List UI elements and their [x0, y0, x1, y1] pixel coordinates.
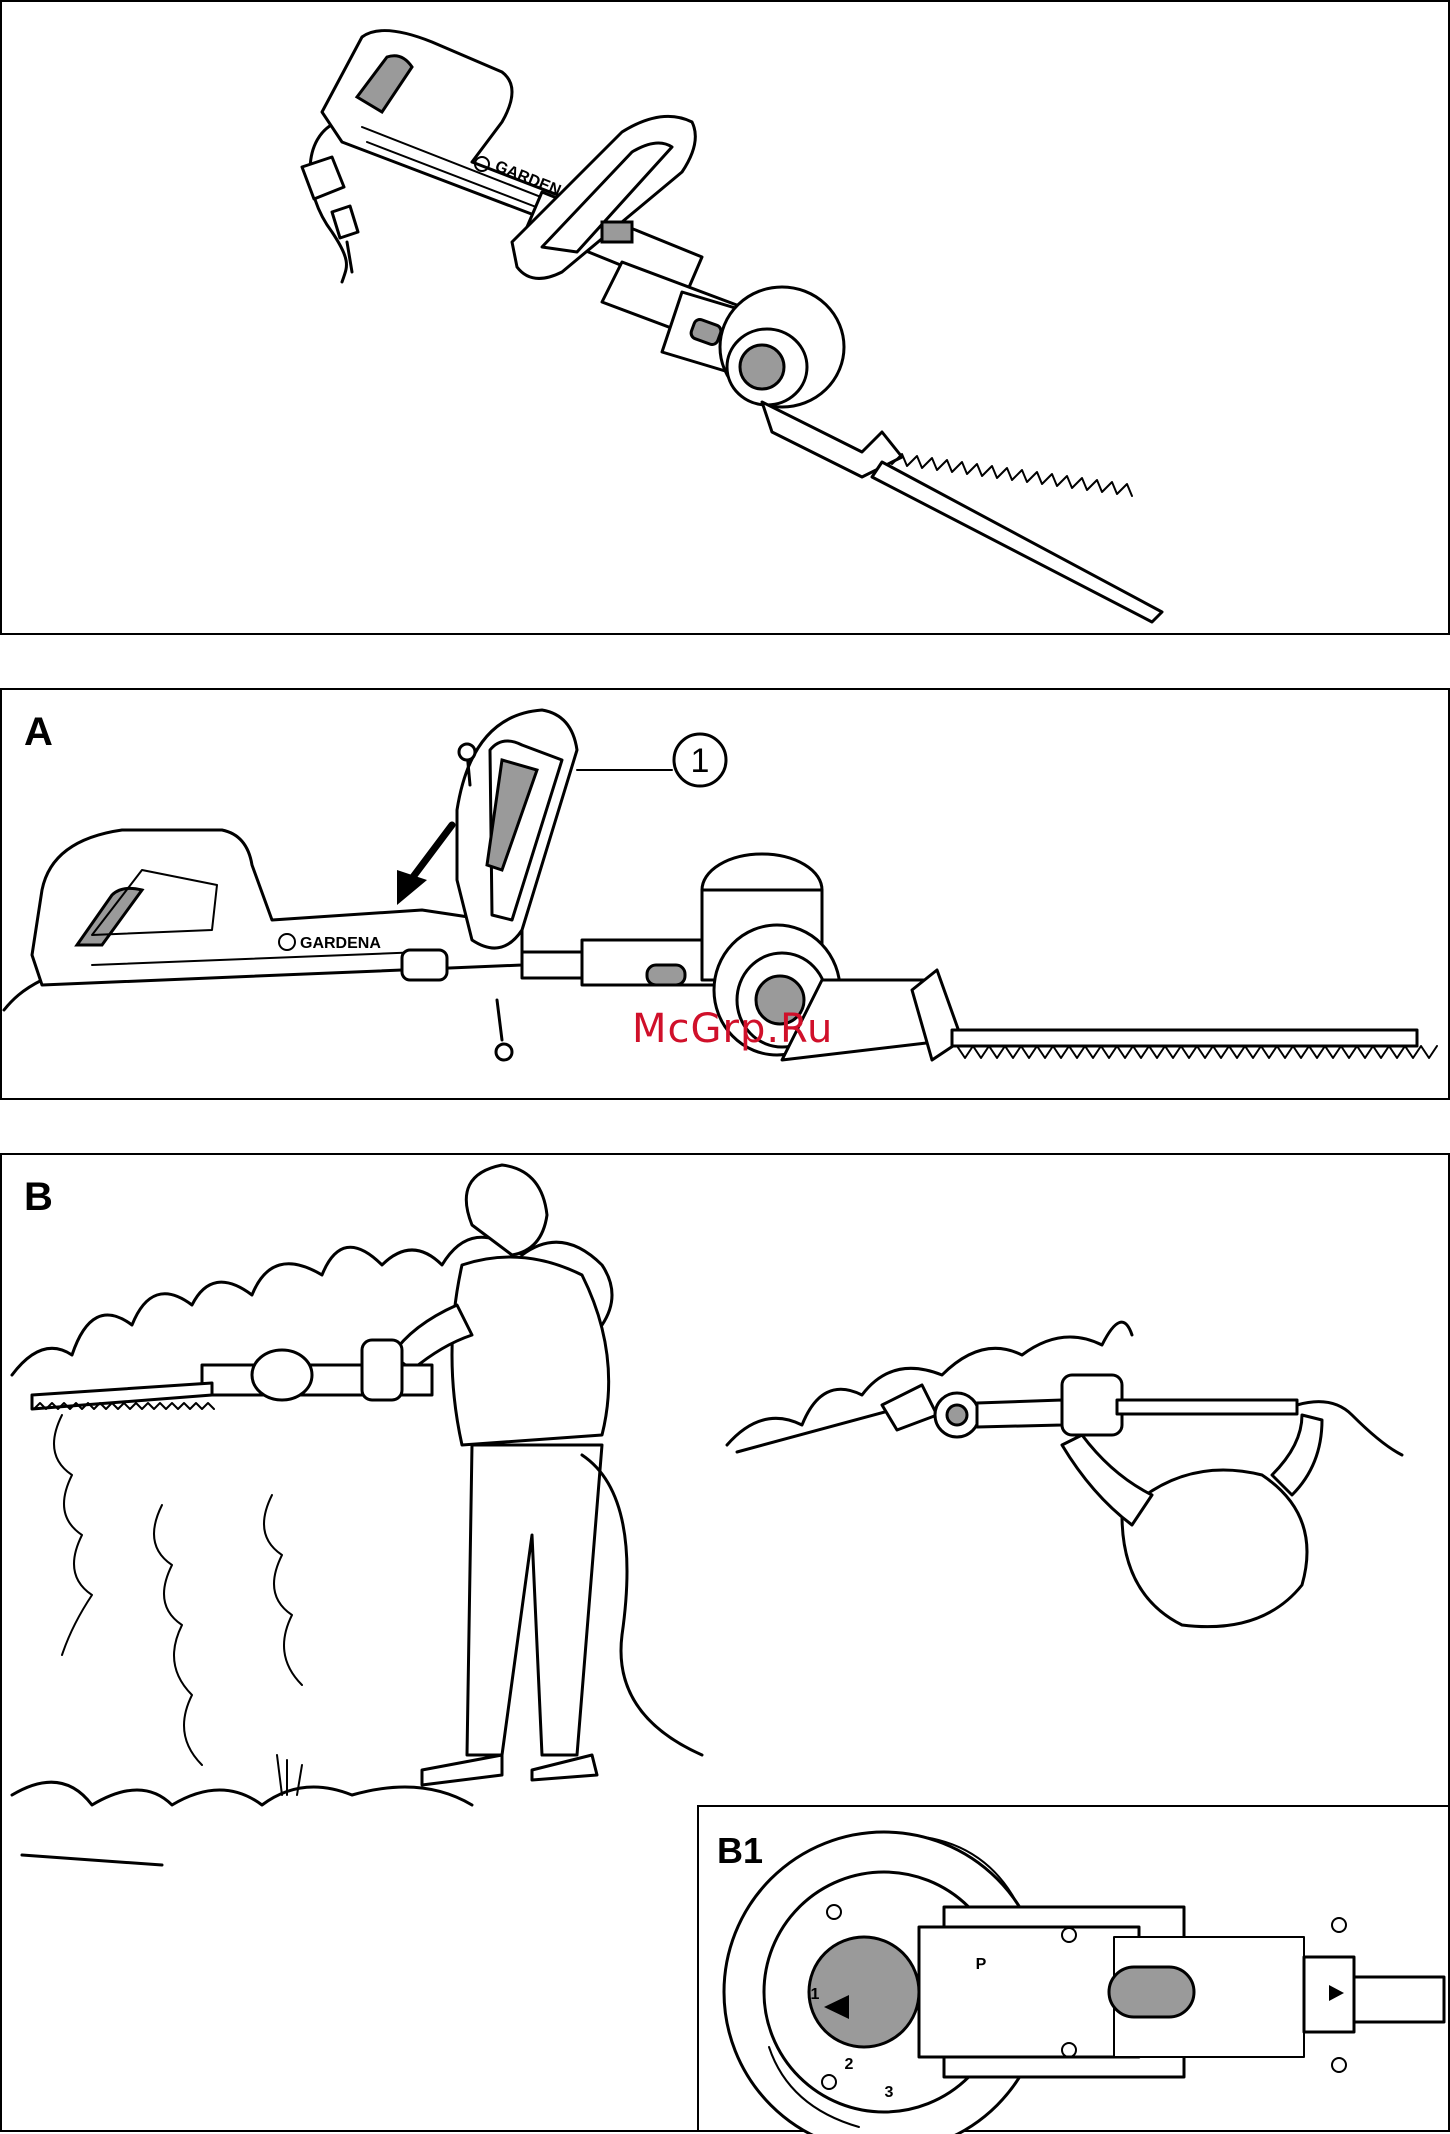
watermark: McGrp.Ru [632, 1006, 833, 1052]
dial-number-2: 2 [845, 2056, 854, 2073]
callout-number: 1 [691, 742, 710, 780]
vent-grille-icon [809, 1937, 919, 2047]
screw-icon [496, 1000, 512, 1060]
motor-head-detail-illustration: 1 2 3 P [699, 1807, 1450, 2134]
plug-icon [302, 157, 358, 272]
dial-number-1: 1 [811, 1986, 820, 2003]
arrow-direction-icon [397, 825, 452, 905]
dial-number-3: 3 [885, 2084, 894, 2101]
screw-icon [1332, 1918, 1346, 1932]
brand-name: GARDENA [300, 935, 381, 952]
panel-a: A GARDENA [0, 688, 1450, 1100]
panel-overview: GARDENA [0, 0, 1450, 635]
dial-mark-p: P [976, 1956, 987, 1973]
vent-grille-icon [740, 345, 784, 389]
panel-b1: B1 1 2 3 P [697, 1805, 1450, 2132]
hedge-trimmer-overview-illustration: GARDENA [2, 2, 1450, 637]
screw-icon [1332, 2058, 1346, 2072]
